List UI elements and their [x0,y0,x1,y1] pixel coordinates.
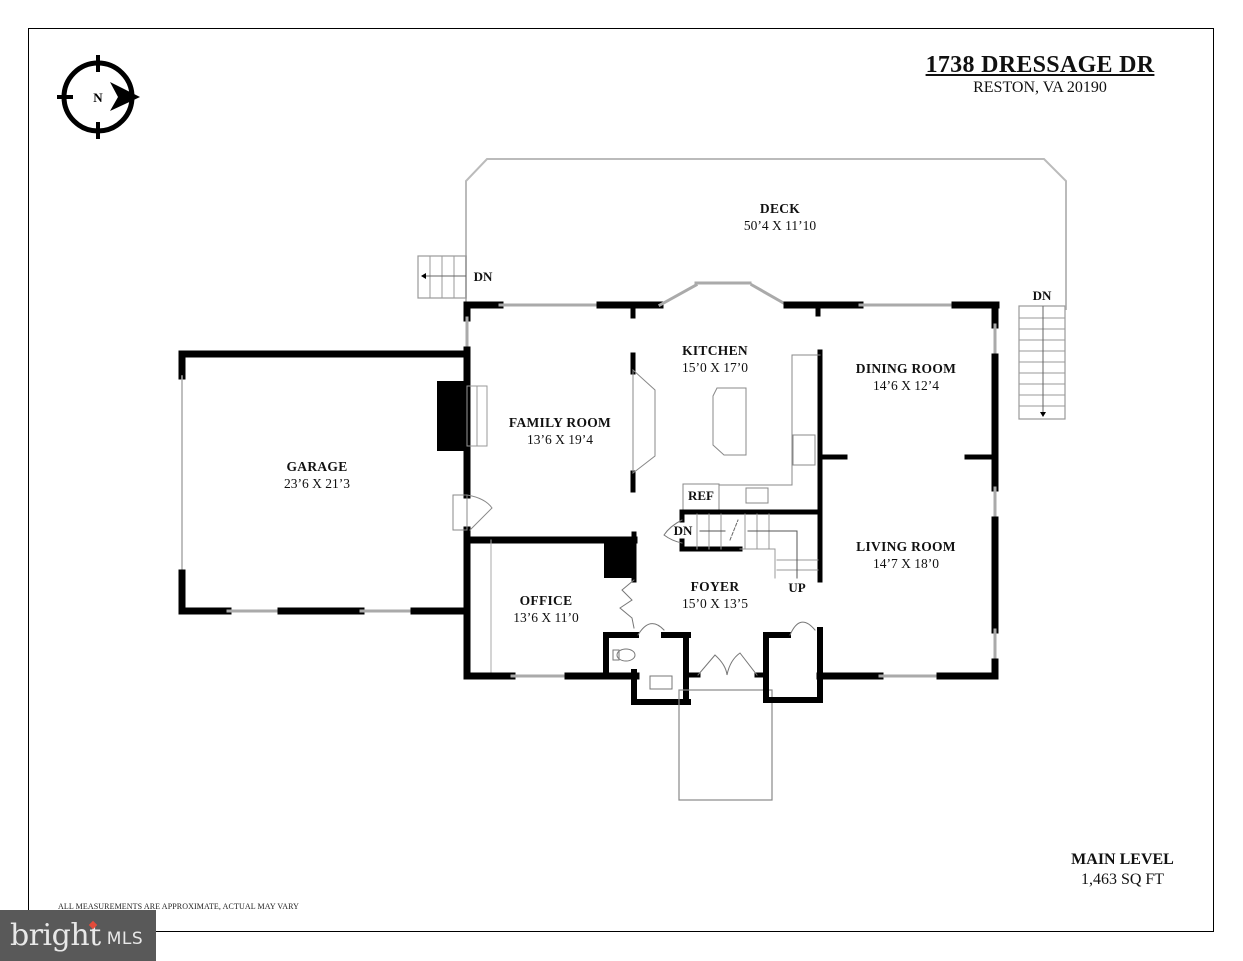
room-dimensions: 15’0 X 17’0 [682,360,748,375]
room-name: OFFICE [519,593,573,608]
room-name: LIVING ROOM [856,539,956,554]
watermark-suffix: MLS [106,928,144,949]
plan-border [28,28,1214,932]
room-dimensions: 14’6 X 12’4 [873,378,939,393]
room-label-family-room: FAMILY ROOM 13’6 X 19’4 [509,415,611,448]
level-summary: MAIN LEVEL 1,463 SQ FT [1040,850,1205,890]
room-label-deck: DECK 50’4 X 11’10 [744,201,816,234]
room-dimensions: 50’4 X 11’10 [743,218,817,233]
room-name: FOYER [690,579,740,594]
room-label-kitchen: KITCHEN 15’0 X 17’0 [682,343,748,376]
room-name: DINING ROOM [855,361,957,376]
interior-stairs-down-label: DN [673,523,693,538]
level-area: 1,463 SQ FT [1080,871,1165,888]
property-address: 1738 DRESSAGE DR [925,52,1155,78]
room-dimensions: 13’6 X 19’4 [526,432,593,447]
property-title: 1738 DRESSAGE DR RESTON, VA 20190 [900,52,1180,98]
refrigerator-label: REF [688,488,714,503]
room-dimensions: 15’0 X 13’5 [682,596,748,611]
interior-stairs-up-label: UP [788,580,806,595]
room-label-dining-room: DINING ROOM 14’6 X 12’4 [856,361,956,394]
room-label-foyer: FOYER 15’0 X 13’5 [682,579,748,612]
room-label-living-room: LIVING ROOM 14’7 X 18’0 [856,539,956,572]
bright-mls-watermark: bright MLS [0,910,156,961]
room-name: FAMILY ROOM [508,415,612,430]
room-dimensions: 23’6 X 21’3 [284,476,350,491]
deck-stairs-right-label: DN [1032,288,1052,303]
level-name: MAIN LEVEL [1071,851,1174,868]
compass-icon: N [57,55,140,139]
room-label-garage: GARAGE 23’6 X 21’3 [284,459,350,492]
property-city: RESTON, VA 20190 [973,79,1107,96]
watermark-brand: bright [10,917,101,953]
room-name: GARAGE [286,459,348,474]
deck-outline [417,158,1067,420]
room-dimensions: 13’6 X 11’0 [513,610,579,625]
room-name: KITCHEN [682,343,748,358]
exterior-walls [178,281,1000,801]
room-dimensions: 14’7 X 18’0 [873,556,939,571]
deck-stairs-left-label: DN [473,269,493,284]
measurement-disclaimer: ALL MEASUREMENTS ARE APPROXIMATE, ACTUAL… [58,902,300,911]
room-label-office: OFFICE 13’6 X 11’0 [513,593,579,626]
svg-text:N: N [93,90,103,105]
room-name: DECK [759,201,801,216]
